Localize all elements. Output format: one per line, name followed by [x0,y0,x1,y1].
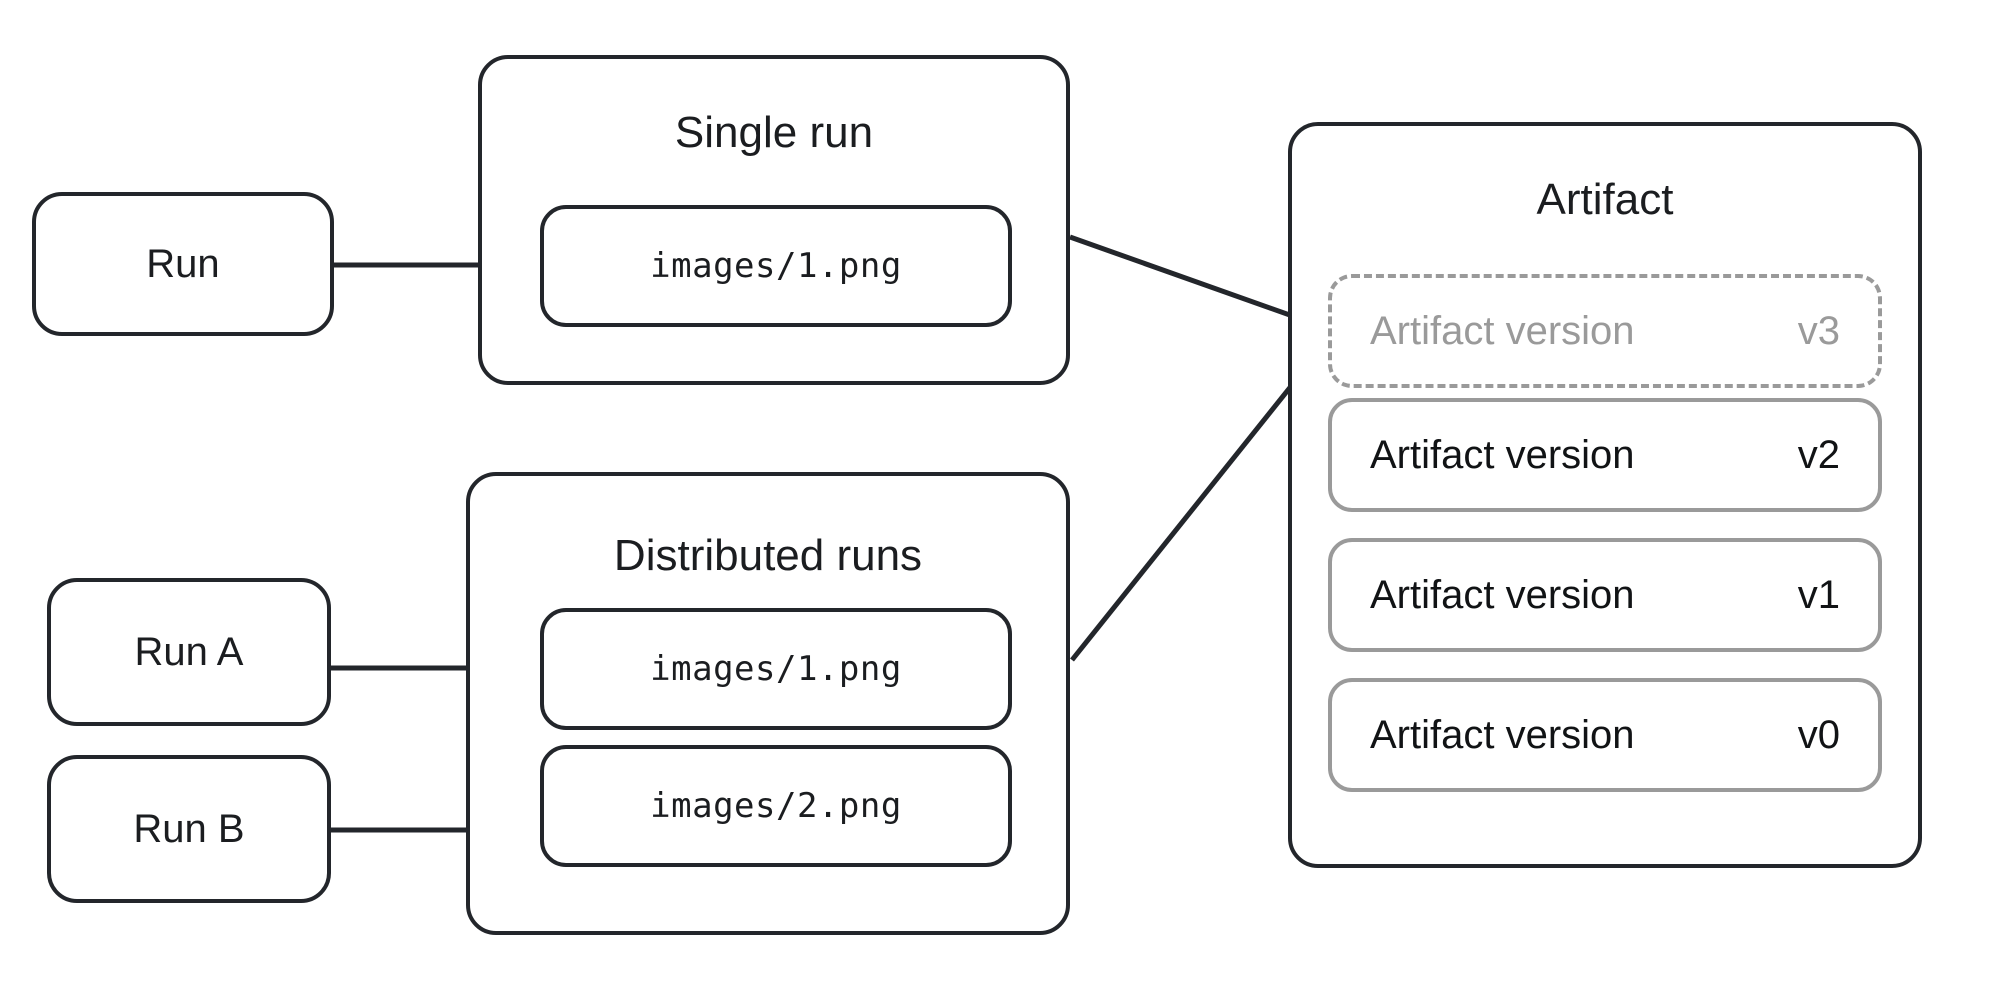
single-run-group-title: Single run [674,108,874,157]
artifact-version-name-v0: Artifact version [1370,713,1635,757]
run-node[interactable]: Run [32,192,334,336]
distributed-file-label-1: images/1.png [650,649,902,689]
artifact-version-tag-v2: v2 [1797,433,1840,477]
artifact-version-row-v2[interactable]: Artifact version v2 [1328,398,1882,512]
artifact-version-tag-v0: v0 [1797,713,1840,757]
artifact-version-row-v0[interactable]: Artifact version v0 [1328,678,1882,792]
artifact-version-name-v2: Artifact version [1370,433,1635,477]
single-run-file-label: images/1.png [650,246,902,286]
run-a-node-label: Run A [134,630,244,674]
distributed-file-chip-1[interactable]: images/1.png [540,608,1012,730]
run-node-label: Run [146,242,220,286]
distributed-runs-group-title: Distributed runs [613,531,923,580]
run-a-node[interactable]: Run A [47,578,331,726]
artifact-version-name-v1: Artifact version [1370,573,1635,617]
distributed-file-chip-2[interactable]: images/2.png [540,745,1012,867]
artifact-version-row-v3[interactable]: Artifact version v3 [1328,274,1882,388]
single-run-file-chip[interactable]: images/1.png [540,205,1012,327]
artifact-panel-title: Artifact [1536,175,1674,224]
artifact-version-name-v3: Artifact version [1370,309,1635,353]
distributed-file-label-2: images/2.png [650,786,902,826]
artifact-version-tag-v1: v1 [1797,573,1840,617]
artifact-version-row-v1[interactable]: Artifact version v1 [1328,538,1882,652]
run-b-node-label: Run B [133,807,245,851]
run-b-node[interactable]: Run B [47,755,331,903]
artifact-version-tag-v3: v3 [1797,309,1840,353]
